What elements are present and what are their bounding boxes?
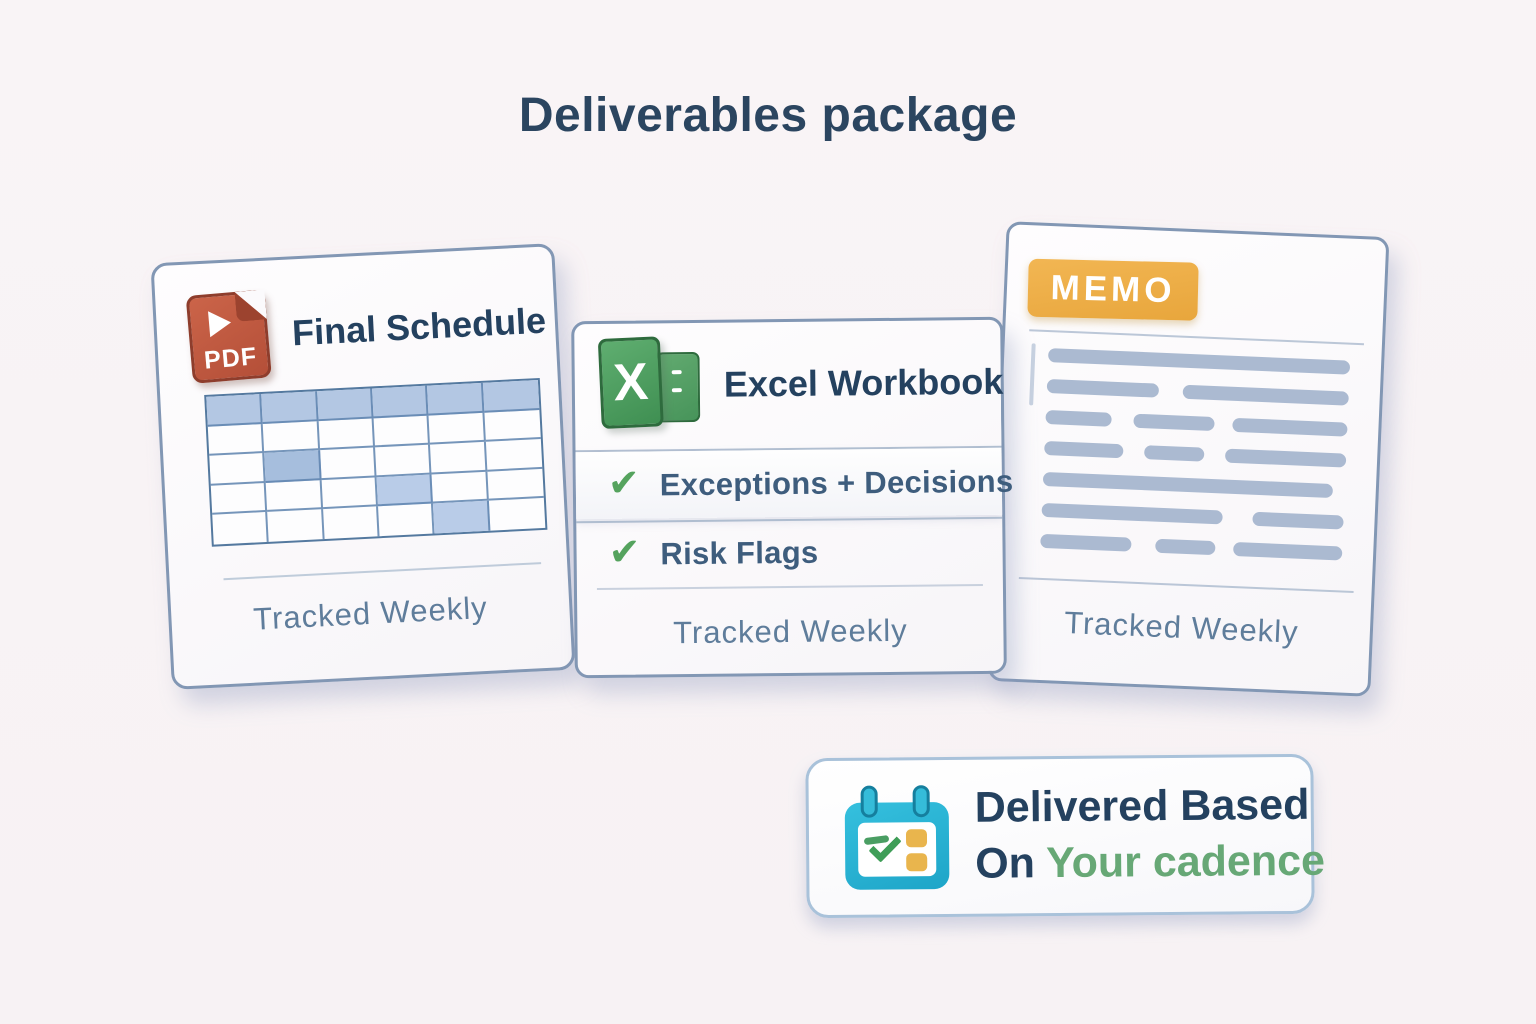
schedule-cell [487, 468, 544, 502]
schedule-grid [204, 377, 548, 547]
memo-line-row [1047, 348, 1351, 375]
schedule-cell [263, 420, 320, 454]
page-title: Deliverables package [518, 89, 1018, 142]
schedule-cell [322, 506, 380, 540]
schedule-cell [431, 471, 489, 504]
schedule-cell [319, 447, 377, 480]
card-excel-workbook: X Excel Workbook ✔ Exceptions + Decision… [571, 316, 1014, 679]
excel-x-glyph: X [612, 352, 650, 413]
check-icon: ✔ [608, 531, 641, 574]
schedule-cell [430, 441, 488, 475]
memo-text-line [1041, 502, 1224, 525]
schedule-cell [375, 444, 432, 478]
memo-text-line [1252, 511, 1344, 530]
schedule-cell [489, 498, 546, 530]
memo-margin-line [1029, 343, 1036, 406]
schedule-cell [428, 412, 486, 445]
memo-line-row [1045, 409, 1348, 437]
schedule-cell [316, 388, 374, 421]
cadence-text: Delivered Based On Your cadence [975, 778, 1326, 893]
excel-workbook-footer: Tracked Weekly [672, 612, 908, 651]
calendar-list-square [906, 853, 928, 872]
divider [1029, 329, 1365, 346]
schedule-cell [209, 453, 267, 486]
schedule-cell [427, 382, 485, 416]
memo-text-line [1042, 471, 1333, 499]
memo-text-line [1046, 379, 1159, 398]
memo-text-line [1040, 533, 1132, 552]
memo-text-line [1143, 445, 1205, 462]
final-schedule-footer: Tracked Weekly [252, 589, 489, 637]
card-memo: MEMO Tracked Weekly [987, 221, 1390, 697]
calendar-check-mark [868, 829, 902, 863]
schedule-cell [318, 417, 376, 451]
final-schedule-header: PDF Final Schedule [185, 277, 548, 384]
memo-text-line [1132, 413, 1215, 432]
schedule-cell [266, 479, 323, 513]
schedule-cell [261, 391, 319, 424]
memo-line-row [1046, 379, 1349, 406]
calendar-peg [860, 785, 878, 818]
memo-line-row [1041, 502, 1344, 530]
memo-text-line [1233, 541, 1343, 561]
schedule-cell [482, 380, 540, 413]
check-icon: ✔ [607, 462, 640, 505]
cadence-line2-prefix: On [975, 839, 1036, 888]
pdf-icon-label: PDF [203, 342, 259, 375]
schedule-cell [206, 394, 264, 427]
divider [223, 562, 542, 581]
excel-sheet-front: X [597, 336, 664, 430]
memo-text-line [1232, 417, 1348, 437]
schedule-cell [321, 477, 379, 510]
schedule-cell [212, 512, 270, 545]
memo-lines [1040, 348, 1351, 561]
feature-row-risk-flags: ✔ Risk Flags [576, 519, 1003, 586]
schedule-cell [207, 423, 265, 456]
schedule-cell [433, 501, 491, 534]
pdf-file-icon: PDF [185, 289, 272, 384]
cadence-line2-highlight: Your cadence [1045, 836, 1326, 888]
memo-footer: Tracked Weekly [1063, 604, 1300, 650]
play-triangle-icon [208, 309, 233, 338]
cadence-line1: Delivered Based [974, 780, 1310, 832]
memo-text-line [1045, 409, 1113, 427]
card-final-schedule: PDF Final Schedule Tracked Weekly [150, 243, 576, 690]
schedule-cell [485, 439, 543, 472]
schedule-cell [376, 474, 434, 507]
calendar-peg [912, 785, 930, 818]
schedule-cell [378, 503, 435, 537]
memo-line-row [1044, 440, 1347, 468]
cadence-badge: Delivered Based On Your cadence [805, 753, 1325, 919]
calendar-check-icon [844, 785, 952, 890]
excel-workbook-title: Excel Workbook [723, 360, 1004, 405]
memo-text-line [1225, 448, 1347, 468]
calendar-list-square [905, 829, 928, 848]
excel-workbook-header: X Excel Workbook [597, 334, 1004, 433]
divider [1018, 577, 1354, 594]
feature-label: Risk Flags [660, 534, 819, 571]
calendar-body [844, 801, 950, 890]
final-schedule-title: Final Schedule [291, 299, 547, 354]
memo-text-line [1154, 538, 1216, 556]
memo-text-line [1182, 384, 1349, 406]
memo-badge: MEMO [1027, 258, 1199, 321]
schedule-cell [264, 450, 322, 483]
schedule-cell [373, 415, 431, 448]
excel-workbook-icon: X [597, 336, 704, 433]
feature-label: Exceptions + Decisions [659, 463, 1014, 502]
memo-line-row [1040, 533, 1343, 561]
memo-text-line [1047, 348, 1351, 375]
schedule-cell [372, 385, 429, 418]
calendar-face [857, 822, 937, 877]
feature-row-exceptions-decisions: ✔ Exceptions + Decisions [575, 447, 1014, 520]
schedule-cell [484, 409, 541, 442]
memo-line-row [1042, 471, 1345, 499]
cadence-line2: On Your cadence [975, 834, 1325, 893]
schedule-cell [267, 509, 325, 542]
memo-text-line [1044, 440, 1124, 459]
schedule-cell [210, 482, 268, 516]
